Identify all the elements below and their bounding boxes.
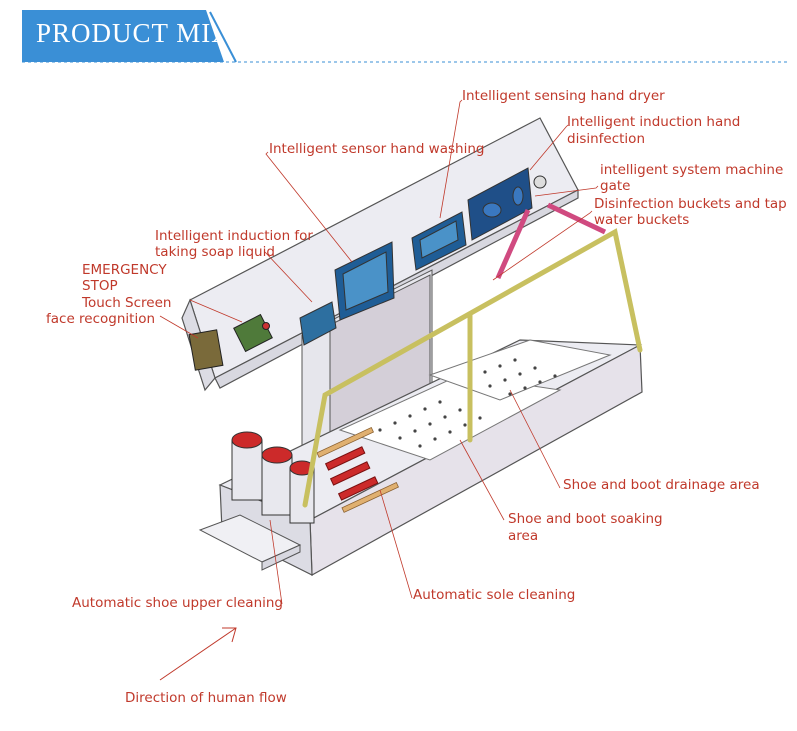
label-sole-cleaning: Automatic sole cleaning — [413, 587, 576, 603]
label-hand-washing: Intelligent sensor hand washing — [269, 141, 485, 157]
perforation — [378, 358, 557, 448]
label-human-flow: Direction of human flow — [125, 690, 287, 706]
label-machine-gate-1: intelligent system machine — [600, 162, 784, 178]
label-emergency-1: EMERGENCY — [82, 262, 167, 278]
sink-2 — [334, 241, 395, 321]
label-soaking-2: area — [508, 528, 539, 544]
sink-1 — [299, 301, 337, 346]
dryer — [467, 167, 533, 241]
label-hand-dryer: Intelligent sensing hand dryer — [462, 88, 665, 104]
human-flow-arrow — [159, 627, 237, 681]
handrail — [302, 228, 643, 508]
label-soaking-1: Shoe and boot soaking — [508, 511, 663, 527]
label-upper-cleaning: Automatic shoe upper cleaning — [72, 595, 283, 611]
pink-pipes — [495, 202, 607, 280]
sink-3 — [411, 211, 467, 271]
label-soap-1: Intelligent induction for — [155, 228, 313, 244]
header-banner — [22, 10, 224, 62]
page-title: PRODUCT MIX — [36, 18, 232, 48]
label-hand-disinfection-2: disinfection — [567, 131, 646, 147]
upper-brushes — [231, 431, 315, 524]
entry-step — [198, 514, 302, 571]
label-drainage: Shoe and boot drainage area — [563, 477, 760, 493]
label-hand-disinfection-1: Intelligent induction hand — [567, 114, 741, 130]
label-soap-2: taking soap liquid — [155, 244, 275, 260]
drainage-area — [428, 339, 612, 401]
label-face-recognition: face recognition — [46, 311, 156, 327]
label-machine-gate-2: gate — [600, 178, 631, 194]
label-touch-screen: Touch Screen — [82, 295, 172, 311]
leader-lines — [159, 99, 599, 605]
label-buckets-1: Disinfection buckets and tap — [594, 196, 787, 212]
label-emergency-2: STOP — [82, 278, 118, 294]
sole-brushes — [324, 446, 379, 501]
label-buckets-2: water buckets — [594, 212, 690, 228]
header-underline — [22, 11, 790, 63]
wood-slats — [316, 426, 399, 513]
